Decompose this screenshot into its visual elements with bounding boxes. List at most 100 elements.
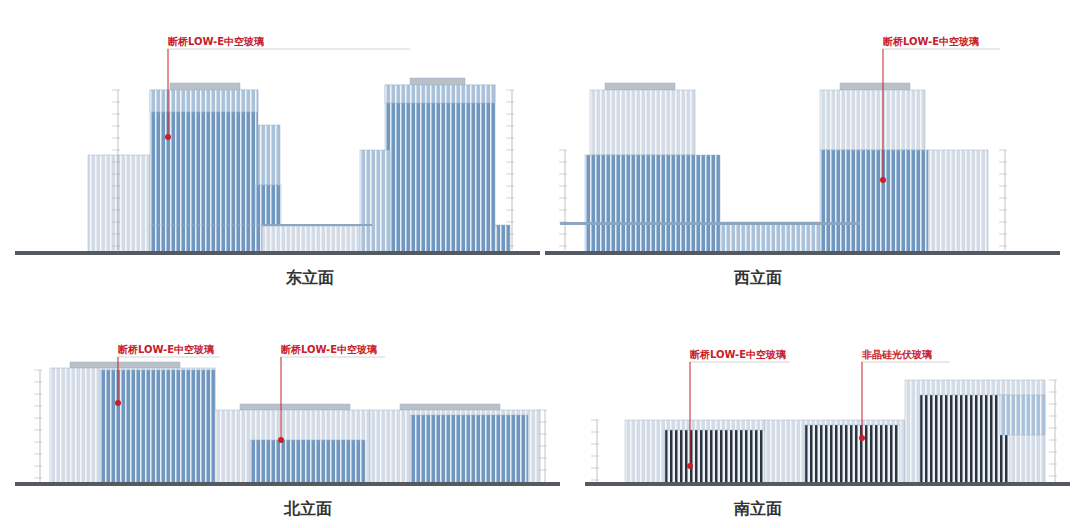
scale-tick: [1049, 452, 1057, 453]
leader-dot: [880, 177, 886, 183]
building-mass: [410, 415, 528, 483]
building-mass: [665, 430, 765, 483]
building-mass: [928, 150, 988, 252]
underline: [280, 357, 385, 358]
scale-tick: [591, 468, 599, 469]
view-title: 东立面: [284, 268, 336, 288]
scale-tick: [559, 150, 567, 151]
scale-tick: [539, 470, 547, 471]
scale-tick: [559, 222, 567, 223]
scale-tick: [506, 174, 514, 175]
scale-tick: [506, 150, 514, 151]
scale-tick: [112, 126, 120, 127]
building-mass: [215, 410, 370, 483]
building-mass: [370, 410, 540, 483]
building-mass: [240, 404, 350, 410]
scale-tick: [999, 222, 1007, 223]
building-mass: [840, 83, 910, 90]
level-scale: [591, 420, 599, 482]
scale-tick: [506, 162, 514, 163]
building-mass: [905, 380, 1045, 483]
scale-tick: [999, 150, 1007, 151]
building-mass: [150, 90, 258, 112]
underline: [167, 49, 410, 50]
level-scale: [34, 370, 42, 482]
scale-tick: [34, 442, 42, 443]
scale-tick: [34, 370, 42, 371]
scale-tick: [506, 198, 514, 199]
material-callout: 断桥LOW-E中空玻璃: [117, 344, 215, 356]
underline: [117, 357, 220, 358]
scale-tick: [506, 186, 514, 187]
scale-tick: [112, 150, 120, 151]
scale-tick: [591, 432, 599, 433]
scale-tick: [591, 480, 599, 481]
scale-tick: [506, 234, 514, 235]
material-callout: 断桥LOW-E中空玻璃: [882, 36, 980, 48]
leader-lines: [115, 49, 1000, 469]
material-callout: 断桥LOW-E中空玻璃: [280, 344, 378, 356]
scale-tick: [506, 222, 514, 223]
scale-line: [565, 150, 566, 250]
leader-line: [281, 357, 282, 440]
scale-tick: [591, 420, 599, 421]
scale-tick: [34, 454, 42, 455]
scale-tick: [539, 410, 547, 411]
scale-tick: [999, 246, 1007, 247]
scale-tick: [506, 246, 514, 247]
level-scales: [34, 90, 1057, 482]
scale-tick: [591, 456, 599, 457]
scale-tick: [559, 198, 567, 199]
scale-tick: [506, 138, 514, 139]
scale-tick: [1049, 428, 1057, 429]
leader-line: [690, 362, 691, 466]
scale-tick: [999, 186, 1007, 187]
scale-tick: [112, 102, 120, 103]
building-masses: [50, 78, 1045, 483]
building-mass: [920, 395, 1010, 483]
leader-dot: [165, 134, 171, 140]
scale-tick: [112, 114, 120, 115]
bridge: [560, 222, 860, 225]
scale-tick: [559, 246, 567, 247]
scale-tick: [34, 466, 42, 467]
building-mass: [70, 362, 180, 368]
level-scale: [112, 90, 120, 250]
scale-tick: [559, 162, 567, 163]
scale-tick: [112, 174, 120, 175]
level-scale: [506, 90, 514, 250]
ground-line: [15, 251, 540, 255]
building-mass: [720, 222, 820, 252]
scale-tick: [112, 210, 120, 211]
scale-tick: [999, 198, 1007, 199]
scale-tick: [506, 126, 514, 127]
leader-dot: [687, 463, 693, 469]
building-mass: [385, 85, 495, 252]
bridge: [262, 224, 372, 226]
building-mass: [625, 420, 765, 483]
scale-tick: [112, 138, 120, 139]
scale-tick: [1049, 392, 1057, 393]
scale-tick: [539, 422, 547, 423]
scale-tick: [539, 434, 547, 435]
scale-tick: [34, 430, 42, 431]
scale-tick: [1049, 464, 1057, 465]
scale-tick: [112, 162, 120, 163]
scale-tick: [1049, 440, 1057, 441]
scale-tick: [999, 234, 1007, 235]
scale-tick: [34, 406, 42, 407]
scale-tick: [34, 394, 42, 395]
scale-tick: [506, 210, 514, 211]
scale-tick: [112, 186, 120, 187]
building-mass: [1000, 395, 1045, 435]
scale-tick: [112, 90, 120, 91]
building-mass: [385, 85, 495, 103]
level-scale: [999, 150, 1007, 250]
building-mass: [590, 90, 695, 155]
scale-line: [40, 370, 41, 482]
scale-tick: [1049, 416, 1057, 417]
leader-line: [862, 362, 863, 438]
scale-tick: [112, 222, 120, 223]
scale-tick: [1049, 404, 1057, 405]
scale-tick: [34, 382, 42, 383]
